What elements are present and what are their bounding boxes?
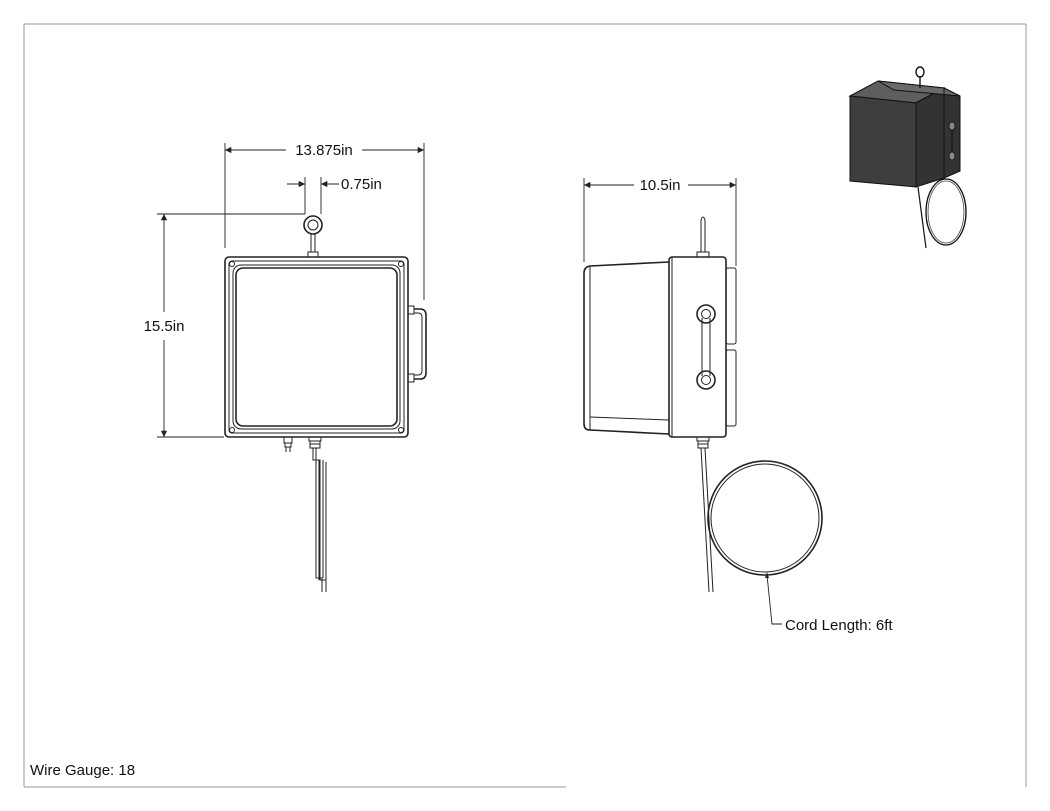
side-handle <box>407 305 427 383</box>
isometric-view <box>848 66 967 249</box>
cord-length-label: Cord Length: 6ft <box>785 617 893 634</box>
eye-bolt <box>303 215 323 258</box>
side-body <box>668 256 727 438</box>
side-view: Cord Length: 6ft 10.5in <box>583 177 893 634</box>
front-height-label: 15.5in <box>144 318 185 335</box>
eye-width-label: 0.75in <box>341 176 382 193</box>
dimension-front-width: 13.875in <box>224 142 425 300</box>
bottom-fittings <box>283 436 322 452</box>
front-cord <box>312 448 327 592</box>
sheet-border <box>23 23 1027 788</box>
side-eye-rod <box>696 216 710 258</box>
dimension-eye-width: 0.75in <box>287 176 382 214</box>
side-depth-label: 10.5in <box>640 177 681 194</box>
side-cord-coil <box>700 447 823 593</box>
wire-gauge-label: Wire Gauge: 18 <box>30 762 135 779</box>
corner-screws <box>229 261 404 433</box>
front-view: 13.875in 0.75in 15.5in <box>144 142 427 592</box>
side-handle-bolts <box>696 304 716 390</box>
front-housing <box>224 256 409 438</box>
side-gland <box>696 436 710 449</box>
dimension-side-depth: 10.5in <box>583 177 737 266</box>
front-width-label: 13.875in <box>295 142 353 159</box>
dimension-front-height: 15.5in <box>144 213 305 438</box>
side-lid <box>583 261 670 435</box>
cord-length-leader <box>766 574 782 625</box>
